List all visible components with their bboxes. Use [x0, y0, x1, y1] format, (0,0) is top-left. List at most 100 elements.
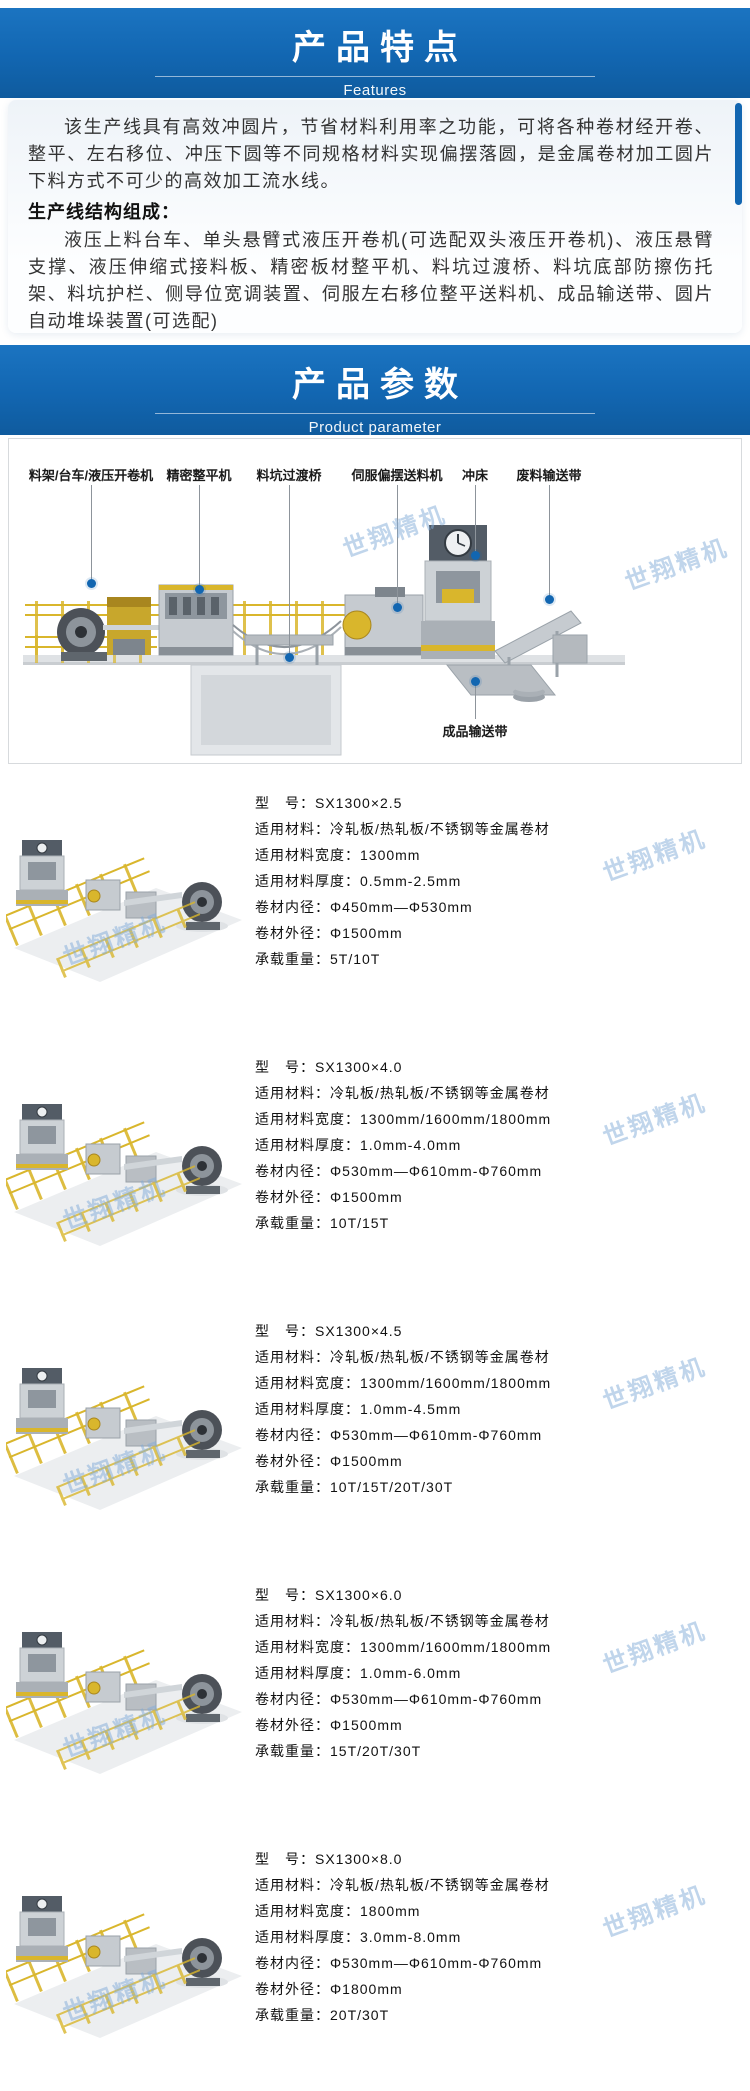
- spec-value: SX1300×4.0: [315, 1059, 403, 1075]
- spec-row-load: 承载重量：10T/15T/20T/30T: [255, 1474, 551, 1500]
- spec-value: Φ530mm—Φ610mm-Φ760mm: [330, 1691, 543, 1707]
- spec-value: Φ1500mm: [330, 925, 403, 941]
- spec-row-outer-diameter: 卷材外径：Φ1800mm: [255, 1976, 550, 2002]
- spec-list-5: 型 号：SX1300×8.0 适用材料：冷轧板/热轧板/不锈钢等金属卷材 适用材…: [255, 1846, 550, 2028]
- spec-label: 卷材内径：: [255, 1427, 330, 1443]
- spec-value: Φ1500mm: [330, 1717, 403, 1733]
- spec-value: 3.0mm-8.0mm: [360, 1929, 462, 1945]
- leader-line: [549, 485, 550, 599]
- spec-value: Φ1500mm: [330, 1189, 403, 1205]
- spec-value: 冷轧板/热轧板/不锈钢等金属卷材: [330, 1349, 550, 1365]
- banner-divider: [155, 76, 595, 77]
- spec-row-model: 型 号：SX1300×8.0: [255, 1846, 550, 1872]
- spec-label: 承载重量：: [255, 1743, 330, 1759]
- spec-label: 适用材料：: [255, 1349, 330, 1365]
- spec-row-load: 承载重量：10T/15T: [255, 1210, 551, 1236]
- spec-row-outer-diameter: 卷材外径：Φ1500mm: [255, 920, 550, 946]
- spec-list-2: 型 号：SX1300×4.0 适用材料：冷轧板/热轧板/不锈钢等金属卷材 适用材…: [255, 1054, 551, 1236]
- spec-row-outer-diameter: 卷材外径：Φ1500mm: [255, 1448, 551, 1474]
- diagram-dot: [393, 603, 402, 612]
- spec-row-inner-diameter: 卷材内径：Φ530mm—Φ610mm-Φ760mm: [255, 1950, 550, 1976]
- spec-row-material: 适用材料：冷轧板/热轧板/不锈钢等金属卷材: [255, 816, 550, 842]
- spec-value: SX1300×2.5: [315, 795, 403, 811]
- spec-value: 1300mm: [360, 847, 421, 863]
- features-description: 该生产线具有高效冲圆片，节省材料利用率之功能，可将各种卷材经开卷、整平、左右移位…: [28, 117, 714, 191]
- spec-label: 卷材内径：: [255, 899, 330, 915]
- spec-list-3: 型 号：SX1300×4.5 适用材料：冷轧板/热轧板/不锈钢等金属卷材 适用材…: [255, 1318, 551, 1500]
- spec-value: Φ530mm—Φ610mm-Φ760mm: [330, 1163, 543, 1179]
- spec-value: 5T/10T: [330, 951, 381, 967]
- model-block-2: 型 号：SX1300×4.0 适用材料：冷轧板/热轧板/不锈钢等金属卷材 适用材…: [0, 1034, 750, 1298]
- spec-value: SX1300×6.0: [315, 1587, 403, 1603]
- spec-label: 适用材料：: [255, 821, 330, 837]
- spec-row-model: 型 号：SX1300×4.5: [255, 1318, 551, 1344]
- diagram-dot: [471, 551, 480, 560]
- spec-list-4: 型 号：SX1300×6.0 适用材料：冷轧板/热轧板/不锈钢等金属卷材 适用材…: [255, 1582, 551, 1764]
- leader-line: [199, 485, 200, 589]
- features-banner: 产品特点 Features: [0, 8, 750, 99]
- spec-row-outer-diameter: 卷材外径：Φ1500mm: [255, 1184, 551, 1210]
- spec-label: 承载重量：: [255, 951, 330, 967]
- spec-label: 型 号：: [255, 1323, 315, 1339]
- spec-label: 承载重量：: [255, 1215, 330, 1231]
- spec-label: 适用材料宽度：: [255, 1639, 360, 1655]
- banner-divider: [155, 413, 595, 414]
- spec-row-width: 适用材料宽度：1300mm/1600mm/1800mm: [255, 1106, 551, 1132]
- spec-value: Φ530mm—Φ610mm-Φ760mm: [330, 1427, 543, 1443]
- spec-list-1: 型 号：SX1300×2.5 适用材料：冷轧板/热轧板/不锈钢等金属卷材 适用材…: [255, 790, 550, 972]
- spec-label: 适用材料宽度：: [255, 847, 360, 863]
- spec-label: 适用材料：: [255, 1613, 330, 1629]
- spec-label: 卷材内径：: [255, 1163, 330, 1179]
- model-image-3: [6, 1324, 246, 1520]
- spec-row-model: 型 号：SX1300×6.0: [255, 1582, 551, 1608]
- spec-row-material: 适用材料：冷轧板/热轧板/不锈钢等金属卷材: [255, 1608, 551, 1634]
- spec-label: 型 号：: [255, 1587, 315, 1603]
- spec-value: Φ1800mm: [330, 1981, 403, 1997]
- spec-label: 型 号：: [255, 795, 315, 811]
- leader-line: [289, 485, 290, 657]
- spec-value: Φ450mm—Φ530mm: [330, 899, 473, 915]
- diagram-label-leveler: 精密整平机: [166, 468, 232, 483]
- spec-row-material: 适用材料：冷轧板/热轧板/不锈钢等金属卷材: [255, 1080, 551, 1106]
- spec-value: 冷轧板/热轧板/不锈钢等金属卷材: [330, 1613, 550, 1629]
- spec-row-load: 承载重量：20T/30T: [255, 2002, 550, 2028]
- spec-value: Φ1500mm: [330, 1453, 403, 1469]
- leader-line: [397, 485, 398, 607]
- spec-row-width: 适用材料宽度：1300mm: [255, 842, 550, 868]
- spec-value: 1800mm: [360, 1903, 421, 1919]
- spec-label: 卷材内径：: [255, 1691, 330, 1707]
- params-subtitle: Product parameter: [308, 419, 442, 436]
- spec-row-material: 适用材料：冷轧板/热轧板/不锈钢等金属卷材: [255, 1872, 550, 1898]
- spec-row-thickness: 适用材料厚度：1.0mm-4.5mm: [255, 1396, 551, 1422]
- spec-label: 适用材料：: [255, 1085, 330, 1101]
- spec-label: 型 号：: [255, 1851, 315, 1867]
- spec-value: 1300mm/1600mm/1800mm: [360, 1111, 552, 1127]
- production-line-thumbnail: [6, 1324, 246, 1514]
- model-block-1: 型 号：SX1300×2.5 适用材料：冷轧板/热轧板/不锈钢等金属卷材 适用材…: [0, 770, 750, 1034]
- spec-row-inner-diameter: 卷材内径：Φ450mm—Φ530mm: [255, 894, 550, 920]
- features-panel: 该生产线具有高效冲圆片，节省材料利用率之功能，可将各种卷材经开卷、整平、左右移位…: [8, 100, 742, 333]
- panel-accent-bar: [735, 103, 742, 205]
- spec-label: 适用材料厚度：: [255, 1137, 360, 1153]
- spec-value: 1.0mm-4.5mm: [360, 1401, 462, 1417]
- structure-title: 生产线结构组成：: [28, 202, 180, 222]
- diagram-dot: [87, 579, 96, 588]
- spec-value: 冷轧板/热轧板/不锈钢等金属卷材: [330, 821, 550, 837]
- spec-value: 1300mm/1600mm/1800mm: [360, 1375, 552, 1391]
- production-line-diagram: 料架/台车/液压开卷机 精密整平机 料坑过渡桥 伺服偏摆送料机 冲床 废料输送带…: [8, 438, 742, 764]
- production-line-thumbnail: [6, 1588, 246, 1778]
- spec-row-thickness: 适用材料厚度：1.0mm-4.0mm: [255, 1132, 551, 1158]
- spec-value: SX1300×8.0: [315, 1851, 403, 1867]
- diagram-label-bridge: 料坑过渡桥: [256, 468, 322, 483]
- spec-label: 卷材内径：: [255, 1955, 330, 1971]
- spec-label: 适用材料厚度：: [255, 1665, 360, 1681]
- features-subtitle: Features: [343, 82, 407, 99]
- diagram-dot: [285, 653, 294, 662]
- spec-label: 承载重量：: [255, 2007, 330, 2023]
- model-block-4: 型 号：SX1300×6.0 适用材料：冷轧板/热轧板/不锈钢等金属卷材 适用材…: [0, 1562, 750, 1826]
- spec-value: Φ530mm—Φ610mm-Φ760mm: [330, 1955, 543, 1971]
- spec-label: 适用材料宽度：: [255, 1375, 360, 1391]
- spec-row-width: 适用材料宽度：1300mm/1600mm/1800mm: [255, 1370, 551, 1396]
- leader-line: [475, 685, 476, 719]
